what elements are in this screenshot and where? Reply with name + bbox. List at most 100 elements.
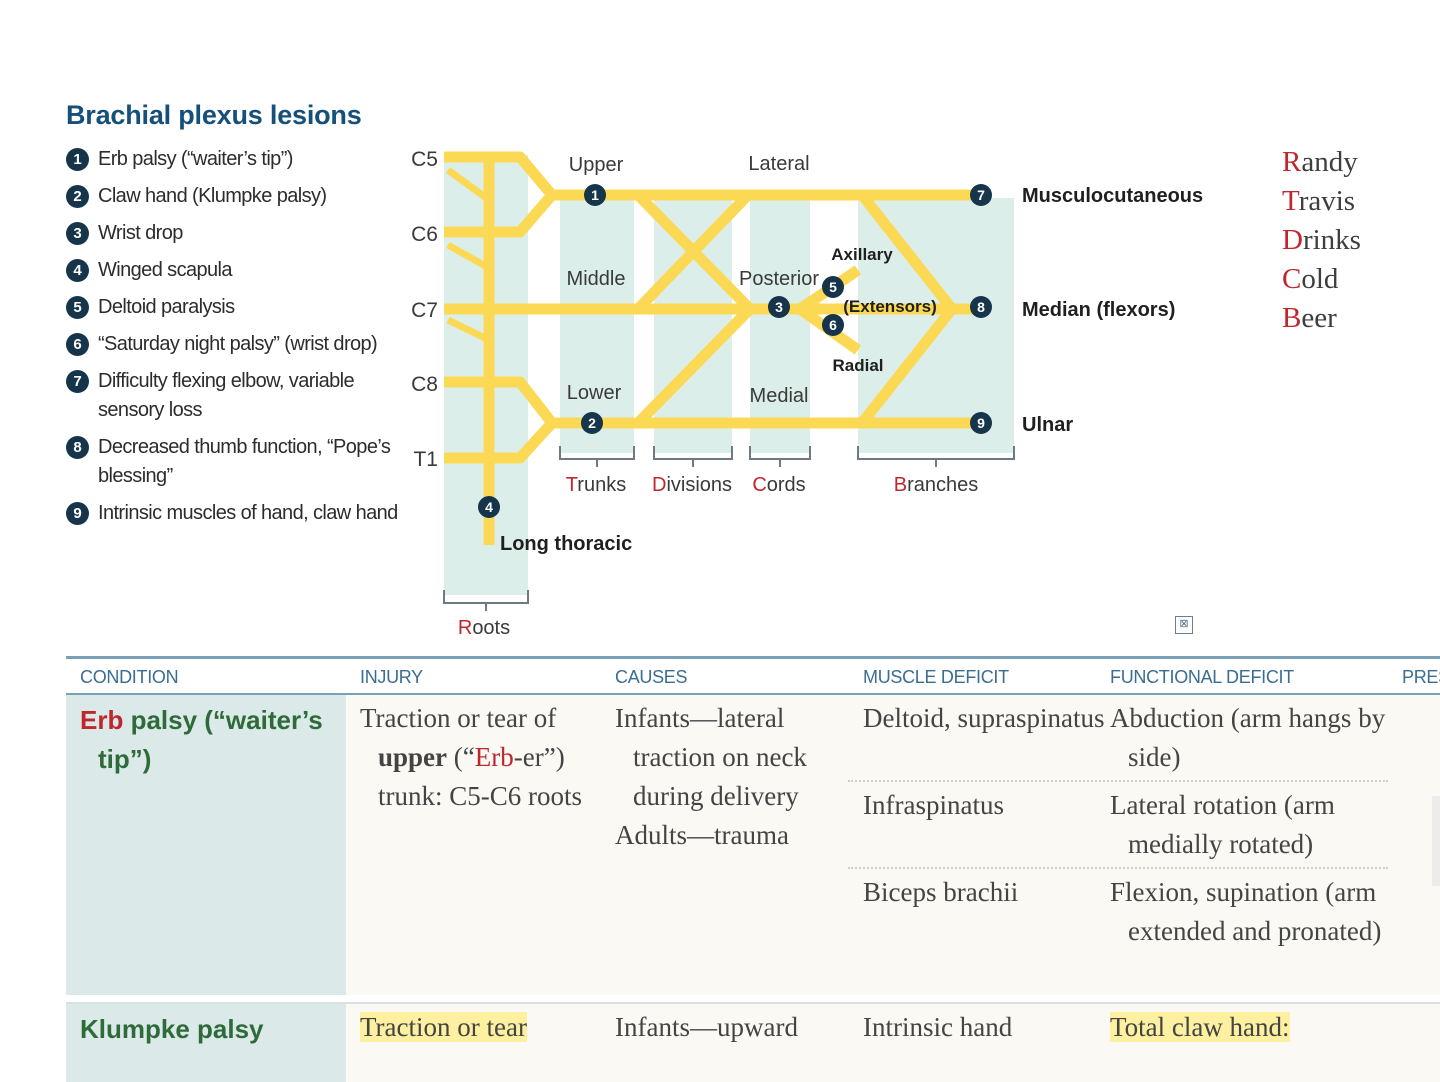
causes-cell: Infants—upward [615, 1012, 798, 1042]
condition-rest: palsy (“waiter’s tip”) [98, 705, 323, 774]
functional-deficit: Abduction (arm hangs by side) [1110, 703, 1386, 772]
table-header: CONDITION INJURY CAUSES MUSCLE DEFICIT F… [66, 656, 1440, 695]
nerve-paths [444, 151, 980, 545]
section-initial: B [894, 474, 907, 496]
divisions-band [654, 198, 732, 453]
injury-cell: Traction or tear [360, 1008, 527, 1047]
section-rest: runks [577, 474, 626, 496]
marker-8: 8 [66, 436, 89, 459]
marker-4-circle [478, 496, 500, 518]
musculocutaneous-label: Musculocutaneous [1022, 185, 1203, 207]
root-label: T1 [413, 448, 438, 471]
header-functional-deficit: FUNCTIONAL DEFICIT [1110, 667, 1294, 687]
marker-1-circle [584, 184, 606, 206]
lateral-to-median [857, 191, 957, 313]
branch-labels: Musculocutaneous Median (flexors) Ulnar … [500, 185, 1203, 555]
trunks-bracket [559, 446, 635, 467]
condition-cell: Erb palsy (“waiter’s tip”) [66, 695, 346, 995]
header-presentation: PRES [1402, 667, 1440, 687]
middle-lateral-division [634, 191, 752, 313]
mnemonic-rest: eer [1301, 302, 1337, 334]
section-title: Brachial plexus lesions [66, 100, 362, 130]
row-divider [848, 780, 1388, 782]
injury-highlight: Traction or tear [360, 1012, 527, 1042]
muscle-deficit: Infraspinatus [863, 790, 1004, 820]
legend-item: 6“Saturday night palsy” (wrist drop) [66, 330, 406, 359]
tap-c6 [446, 241, 491, 272]
trunks-section-label: Trunks [566, 474, 626, 496]
tap-c7 [446, 316, 491, 344]
injury-cell: Traction or tear of upper (“Erb-er”) tru… [360, 699, 613, 816]
section-initial: R [458, 617, 472, 639]
root-label: C8 [411, 373, 438, 396]
mnemonic-initial: D [1282, 224, 1303, 256]
section-initial: C [752, 474, 766, 496]
radial-label: Radial [832, 356, 883, 375]
marker-9: 9 [66, 502, 89, 525]
marker-2-circle [581, 412, 603, 434]
section-initial: T [566, 474, 578, 496]
table-row: Klumpke palsy Traction or tear Infants—u… [66, 1002, 1440, 1082]
trunk-label-middle: Middle [567, 268, 626, 290]
mnemonic-initial: T [1282, 185, 1299, 217]
marker-3-circle [768, 296, 790, 318]
branches-section-label: Branches [894, 474, 979, 496]
root-label: C6 [411, 223, 438, 246]
root-label: C7 [411, 299, 438, 322]
causes-line: Adults—trauma [615, 820, 789, 850]
marker-6-label: 6 [829, 317, 837, 333]
c8-root-path [444, 376, 980, 429]
mnemonic-initial: C [1282, 263, 1302, 295]
section-labels: Roots Trunks Divisions Cords Branches [458, 474, 978, 639]
injury-text: (“ [453, 742, 475, 772]
marker-6: 6 [66, 333, 89, 356]
legend-text: Erb palsy (“waiter’s tip”) [98, 148, 293, 170]
mnemonic-word: Cold [1282, 260, 1361, 299]
condition-title: Erb palsy (“waiter’s tip”) [80, 701, 362, 779]
injury-text: Traction or tear of [360, 703, 557, 733]
muscle-deficit: Deltoid, supraspinatus [863, 703, 1105, 733]
functional-deficit: Total claw hand: [1110, 1008, 1290, 1047]
marker-5: 5 [66, 296, 89, 319]
row-divider [848, 867, 1388, 869]
long-thoracic-label: Long thoracic [500, 533, 632, 555]
image-link-icon[interactable]: ⊠ [1175, 616, 1193, 634]
divisions-bracket [653, 446, 733, 467]
mnemonic-rest: old [1301, 263, 1339, 295]
mnemonic-word: Travis [1282, 182, 1361, 221]
branches-bracket [857, 446, 1015, 467]
marker-6-circle [822, 314, 844, 336]
roots-section-label: Roots [458, 617, 510, 639]
trunks-band [560, 198, 634, 453]
mnemonic: Randy Travis Drinks Cold Beer [1282, 143, 1361, 338]
marker-5-label: 5 [829, 279, 837, 295]
marker-2-label: 2 [588, 415, 596, 431]
functional-deficit: Flexion, supination (arm extended and pr… [1110, 877, 1382, 946]
cords-section-label: Cords [752, 474, 805, 496]
cord-label-lateral: Lateral [748, 153, 809, 175]
header-injury: INJURY [360, 667, 423, 687]
mnemonic-rest: rinks [1302, 224, 1361, 256]
trunk-label-lower: Lower [567, 382, 622, 404]
roots-bracket [443, 590, 529, 611]
mnemonic-word: Drinks [1282, 221, 1361, 260]
header-condition: CONDITION [80, 667, 179, 687]
legend-text: Winged scapula [98, 259, 233, 281]
root-labels: C5 C6 C7 C8 T1 [411, 148, 438, 471]
mnemonic-rest: andy [1301, 146, 1358, 178]
legend-text: Deltoid paralysis [98, 296, 235, 318]
section-rest: ranches [907, 474, 978, 496]
lower-posterior-division [634, 305, 754, 427]
median-label: Median (flexors) [1022, 299, 1175, 321]
condition-title: Klumpke palsy [80, 1014, 264, 1044]
c6-root-path [444, 191, 557, 238]
legend-text: Claw hand (Klumpke palsy) [98, 185, 327, 207]
medial-to-median [857, 305, 957, 427]
causes-line: Infants—lateral traction on neck during … [615, 703, 807, 811]
marker-5-circle [822, 276, 844, 298]
